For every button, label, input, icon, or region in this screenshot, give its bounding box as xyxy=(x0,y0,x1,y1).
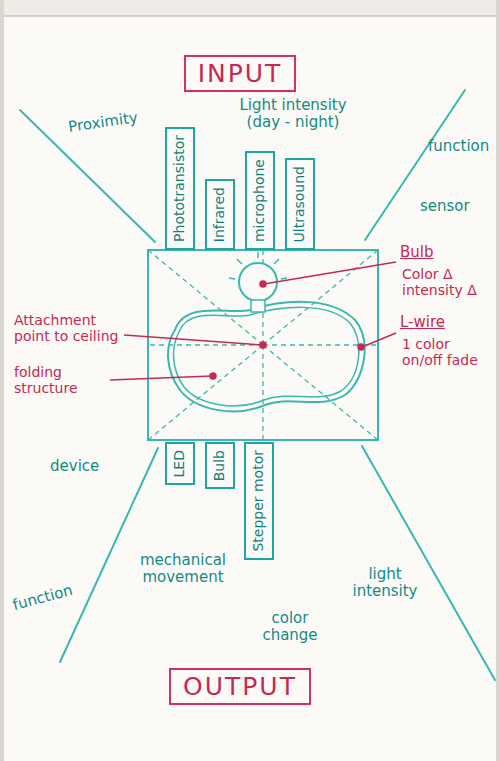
paper-fold xyxy=(4,0,496,16)
component-box: LED xyxy=(165,442,194,485)
l-wire-loop xyxy=(174,307,359,406)
leader-dot xyxy=(358,344,364,350)
leader-line xyxy=(110,376,212,380)
box-text: Ultrasound xyxy=(292,166,307,242)
leader-dot xyxy=(260,342,266,348)
box-text: Bulb xyxy=(212,450,227,481)
annotation-text: function xyxy=(428,138,496,155)
bulb-rays xyxy=(229,252,287,279)
box-text: OUTPUT xyxy=(183,672,297,701)
component-box: Ultrasound xyxy=(285,158,314,250)
fixture-frame xyxy=(148,250,378,440)
section-title-box: INPUT xyxy=(184,55,297,92)
box-text: Stepper motor xyxy=(251,450,266,552)
leader-line xyxy=(264,262,396,284)
component-box: Phototransistor xyxy=(165,127,194,250)
l-wire-loop xyxy=(168,302,365,412)
box-text: microphone xyxy=(252,159,267,242)
callout-label: Color Δ intensity Δ xyxy=(402,266,490,298)
dashed-spokes xyxy=(148,250,378,440)
annotation-text: Light intensity (day - night) xyxy=(228,97,358,132)
callout-label: L-wire xyxy=(400,314,470,331)
leader-dot xyxy=(260,281,266,287)
box-text: INPUT xyxy=(198,59,283,88)
component-box: Bulb xyxy=(205,442,234,489)
divider-lines xyxy=(20,90,495,680)
annotation-text: color change xyxy=(250,610,330,645)
box-text: Infrared xyxy=(212,187,227,242)
component-box: Stepper motor xyxy=(244,442,273,560)
annotation-text: device xyxy=(50,458,120,475)
bulb-symbol xyxy=(239,263,277,301)
callout-label: folding structure xyxy=(14,364,108,396)
annotation-text: Proximity xyxy=(67,105,168,136)
box-text: Phototransistor xyxy=(172,135,187,242)
component-box: Infrared xyxy=(205,179,234,250)
leader-line xyxy=(362,333,396,347)
callout-label: 1 color on/off fade xyxy=(402,336,486,368)
leader-dot xyxy=(210,373,216,379)
annotation-text: light intensity xyxy=(344,566,426,601)
fixture-sketch xyxy=(148,250,378,440)
callout-label: Bulb xyxy=(400,244,460,261)
paper-sheet xyxy=(4,16,496,761)
bulb-base xyxy=(251,300,265,312)
callout-label: Attachment point to ceiling xyxy=(14,312,122,344)
annotation-text: function xyxy=(11,579,85,614)
divider-line xyxy=(362,446,495,680)
leader-lines xyxy=(110,262,396,380)
leader-line xyxy=(124,335,262,345)
divider-line xyxy=(365,90,465,240)
fold-line xyxy=(4,15,496,17)
component-box: microphone xyxy=(245,151,274,250)
box-text: LED xyxy=(172,450,187,477)
annotation-text: sensor xyxy=(420,198,490,215)
section-title-box: OUTPUT xyxy=(169,668,311,705)
annotation-text: mechanical movement xyxy=(128,552,238,587)
